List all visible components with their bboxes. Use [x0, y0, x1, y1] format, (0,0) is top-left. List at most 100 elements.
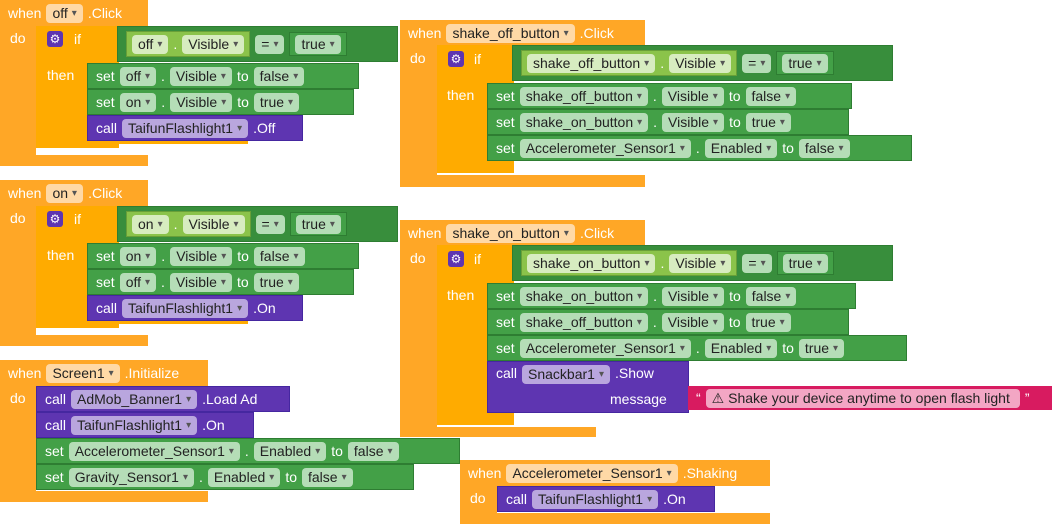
boolean-dropdown[interactable]: false	[745, 286, 797, 306]
property-dropdown[interactable]: Visible	[182, 214, 245, 234]
set-block[interactable]: set off . Visible to true	[87, 269, 354, 295]
boolean-dropdown[interactable]: true	[782, 253, 828, 273]
property-dropdown[interactable]: Visible	[661, 312, 724, 332]
operator-dropdown[interactable]: =	[255, 34, 285, 54]
property-dropdown[interactable]: Visible	[669, 53, 732, 73]
boolean-block[interactable]: true	[776, 51, 834, 75]
property-dropdown[interactable]: Visible	[170, 92, 233, 112]
text-field[interactable]: ⚠ Shake your device anytime to open flas…	[705, 388, 1020, 408]
call-block[interactable]: call AdMob_Banner1 .Load Ad	[36, 386, 290, 412]
boolean-dropdown[interactable]: true	[253, 92, 300, 112]
set-block[interactable]: set Accelerometer_Sensor1 . Enabled to f…	[487, 135, 912, 161]
component-dropdown[interactable]: Screen1	[46, 363, 120, 383]
set-block[interactable]: set shake_on_button . Visible to false	[487, 283, 856, 309]
boolean-dropdown[interactable]: true	[782, 53, 828, 73]
component-dropdown[interactable]: TaifunFlashlight1	[122, 298, 249, 318]
set-block[interactable]: set on . Visible to false	[87, 243, 359, 269]
boolean-dropdown[interactable]: true	[295, 34, 341, 54]
set-block[interactable]: set shake_off_button . Visible to false	[487, 83, 852, 109]
property-dropdown[interactable]: Enabled	[207, 467, 281, 487]
set-block[interactable]: set on . Visible to true	[87, 89, 354, 115]
getter-block[interactable]: shake_on_button . Visible	[521, 250, 738, 276]
boolean-dropdown[interactable]: true	[745, 312, 791, 332]
property-dropdown[interactable]: Enabled	[704, 338, 778, 358]
set-block[interactable]: set off . Visible to false	[87, 63, 359, 89]
event-header[interactable]: when Accelerometer_Sensor1 .Shaking	[460, 460, 770, 486]
call-block[interactable]: call TaifunFlashlight1 .Off	[87, 115, 303, 141]
component-dropdown[interactable]: Accelerometer_Sensor1	[519, 138, 691, 158]
component-dropdown[interactable]: TaifunFlashlight1	[122, 118, 249, 138]
set-block[interactable]: set Accelerometer_Sensor1 . Enabled to f…	[36, 438, 460, 464]
component-dropdown[interactable]: on	[132, 214, 169, 234]
call-block[interactable]: call TaifunFlashlight1 .On	[36, 412, 254, 438]
component-dropdown[interactable]: on	[119, 246, 157, 266]
compare-block[interactable]: shake_on_button . Visible = true	[512, 245, 893, 281]
property-dropdown[interactable]: Visible	[662, 112, 725, 132]
component-dropdown[interactable]: Accelerometer_Sensor1	[519, 338, 691, 358]
component-dropdown[interactable]: off	[119, 66, 157, 86]
property-dropdown[interactable]: Enabled	[253, 441, 327, 461]
component-dropdown[interactable]: off	[46, 3, 83, 23]
event-header[interactable]: when off .Click	[0, 0, 148, 26]
component-dropdown[interactable]: TaifunFlashlight1	[532, 489, 659, 509]
component-dropdown[interactable]: shake_on_button	[446, 223, 575, 243]
boolean-dropdown[interactable]: false	[253, 246, 305, 266]
component-dropdown[interactable]: TaifunFlashlight1	[71, 415, 198, 435]
getter-block[interactable]: shake_off_button . Visible	[521, 50, 738, 76]
set-block[interactable]: set shake_on_button . Visible to true	[487, 109, 849, 135]
boolean-dropdown[interactable]: false	[302, 467, 353, 487]
property-dropdown[interactable]: Visible	[182, 34, 245, 54]
component-dropdown[interactable]: Accelerometer_Sensor1	[68, 441, 240, 461]
property-dropdown[interactable]: Visible	[169, 272, 232, 292]
component-dropdown[interactable]: off	[132, 34, 169, 54]
compare-block[interactable]: shake_off_button . Visible = true	[512, 45, 893, 81]
boolean-dropdown[interactable]: true	[253, 272, 299, 292]
compare-block[interactable]: off . Visible = true	[117, 26, 398, 62]
component-dropdown[interactable]: Gravity_Sensor1	[68, 467, 194, 487]
event-header[interactable]: when on .Click	[0, 180, 148, 206]
boolean-dropdown[interactable]: true	[295, 214, 341, 234]
component-dropdown[interactable]: on	[46, 183, 84, 203]
event-header[interactable]: when shake_off_button .Click	[400, 20, 645, 46]
component-dropdown[interactable]: Snackbar1	[522, 365, 610, 384]
property-dropdown[interactable]: Visible	[169, 66, 232, 86]
boolean-dropdown[interactable]: true	[745, 112, 791, 132]
getter-block[interactable]: on . Visible	[126, 211, 251, 237]
event-header[interactable]: when shake_on_button .Click	[400, 220, 645, 246]
set-block[interactable]: set Gravity_Sensor1 . Enabled to false	[36, 464, 414, 490]
set-block[interactable]: set Accelerometer_Sensor1 . Enabled to t…	[487, 335, 907, 361]
property-dropdown[interactable]: Visible	[669, 253, 732, 273]
call-block[interactable]: call TaifunFlashlight1 .On	[497, 486, 715, 512]
operator-dropdown[interactable]: =	[742, 53, 772, 73]
boolean-block[interactable]: true	[289, 32, 347, 56]
component-dropdown[interactable]: shake_on_button	[527, 253, 656, 273]
gear-icon[interactable]: ⚙	[448, 51, 464, 67]
boolean-block[interactable]: true	[776, 251, 834, 275]
boolean-dropdown[interactable]: false	[798, 138, 850, 158]
component-dropdown[interactable]: shake_off_button	[519, 312, 648, 332]
component-dropdown[interactable]: AdMob_Banner1	[71, 389, 198, 409]
gear-icon[interactable]: ⚙	[47, 31, 63, 47]
property-dropdown[interactable]: Visible	[662, 286, 725, 306]
property-dropdown[interactable]: Enabled	[704, 138, 778, 158]
component-dropdown[interactable]: shake_on_button	[519, 112, 649, 132]
boolean-dropdown[interactable]: false	[347, 441, 399, 461]
property-dropdown[interactable]: Visible	[170, 246, 233, 266]
call-block[interactable]: call TaifunFlashlight1 .On	[87, 295, 303, 321]
boolean-dropdown[interactable]: false	[745, 86, 797, 106]
component-dropdown[interactable]: on	[119, 92, 157, 112]
component-dropdown[interactable]: shake_off_button	[519, 86, 648, 106]
text-block[interactable]: “ ⚠ Shake your device anytime to open fl…	[688, 386, 1052, 410]
gear-icon[interactable]: ⚙	[448, 251, 464, 267]
gear-icon[interactable]: ⚙	[47, 211, 63, 227]
boolean-dropdown[interactable]: false	[253, 66, 305, 86]
component-dropdown[interactable]: off	[119, 272, 157, 292]
component-dropdown[interactable]: Accelerometer_Sensor1	[506, 463, 678, 483]
operator-dropdown[interactable]: =	[255, 214, 285, 234]
event-header[interactable]: when Screen1 .Initialize	[0, 360, 208, 386]
compare-block[interactable]: on . Visible = true	[117, 206, 398, 242]
component-dropdown[interactable]: shake_off_button	[446, 23, 575, 43]
component-dropdown[interactable]: shake_off_button	[527, 53, 656, 73]
boolean-block[interactable]: true	[289, 212, 347, 236]
call-block[interactable]: call Snackbar1 .Show	[487, 361, 689, 413]
